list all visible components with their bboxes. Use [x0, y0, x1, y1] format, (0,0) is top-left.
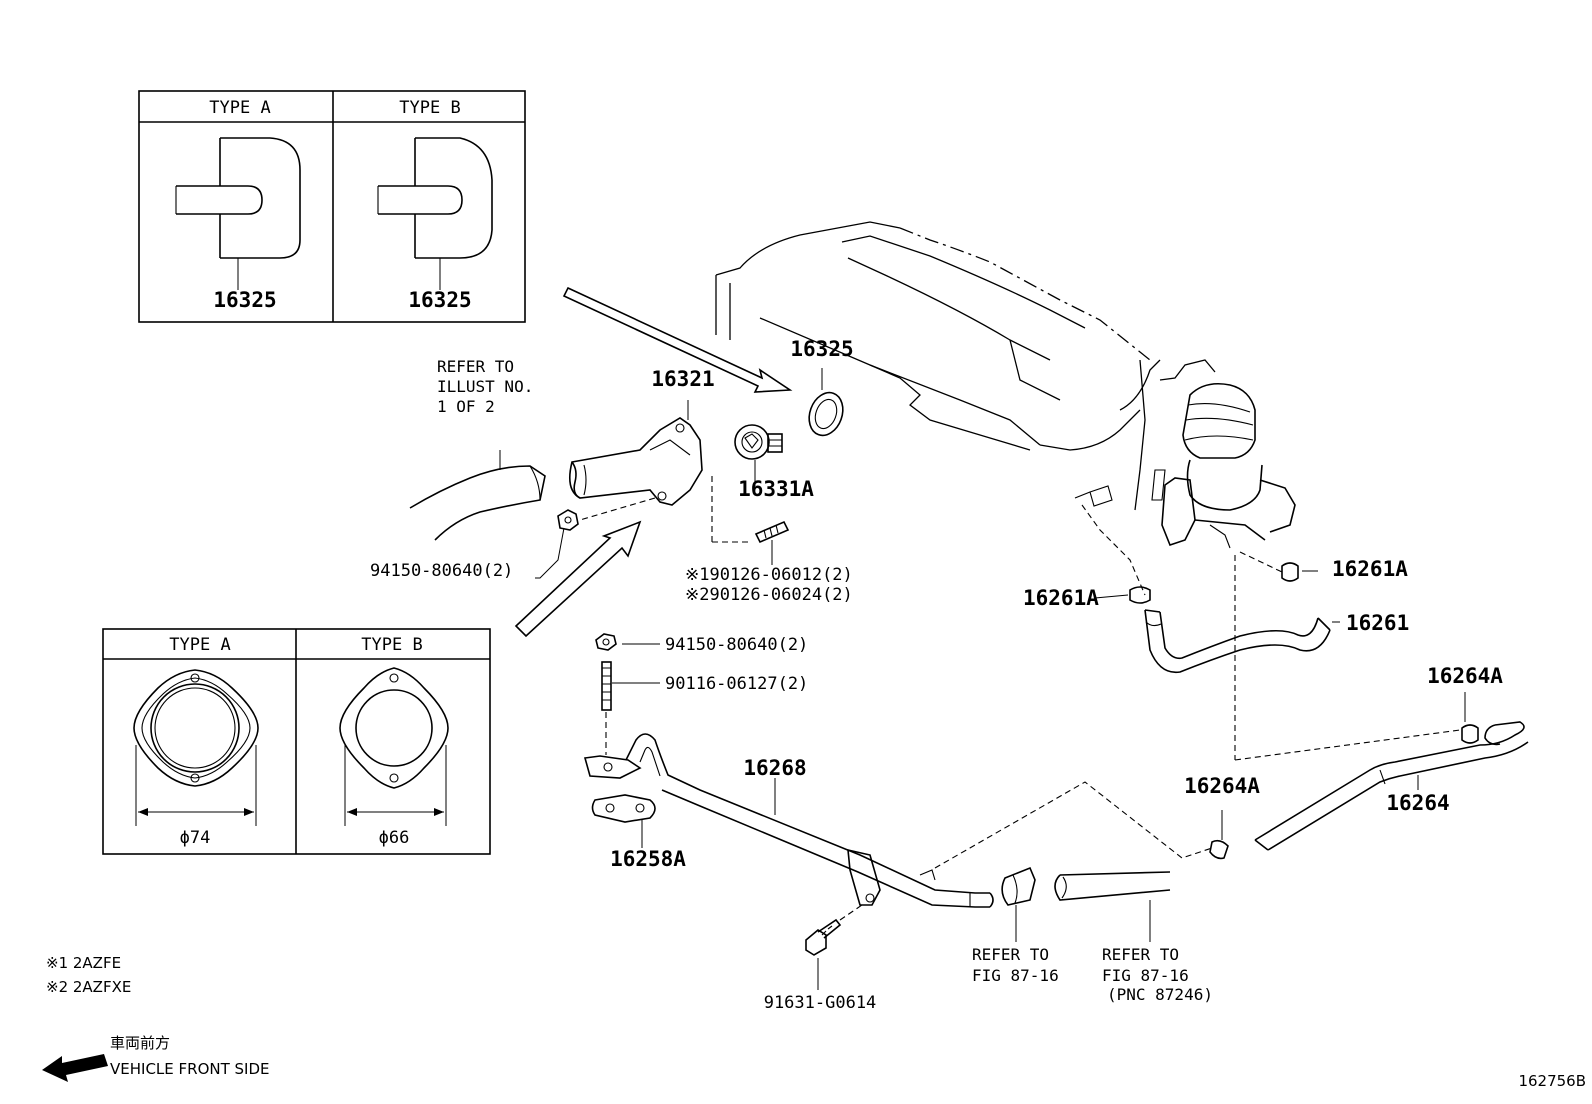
inset-top: TYPE A TYPE B 16325 16325 — [138, 90, 526, 323]
part-16331A: 16331A — [738, 477, 814, 501]
legend-en: VEHICLE FRONT SIDE — [110, 1060, 270, 1078]
part-16258A: 16258A — [610, 847, 686, 871]
direction-arrow-up — [514, 520, 642, 638]
refer-fig-b-line2: FIG 87-16 — [1102, 966, 1189, 985]
figure-id: 162756B — [1518, 1072, 1586, 1090]
labels: REFER TO ILLUST NO. 1 OF 2 16321 16325 1… — [370, 337, 1503, 1013]
part-90116: 90116-06127(2) — [665, 674, 808, 694]
gasket-type-a-drawing — [175, 137, 301, 290]
part-16264A-low: 16264A — [1184, 774, 1260, 798]
note-2: ※2 2AZFXE — [46, 978, 131, 996]
bolt-91631-drawing — [805, 904, 863, 956]
part-94150-mid: 94150-80640(2) — [665, 635, 808, 655]
stud-90126-drawing — [754, 520, 790, 565]
gasket-16258A-drawing — [591, 794, 656, 823]
refer-fig-b-line3: (PNC 87246) — [1107, 985, 1213, 1004]
throttle-body-drawing — [1151, 382, 1296, 549]
front-arrow-icon — [42, 1054, 108, 1082]
gasket-type-b-drawing — [377, 137, 493, 290]
flange-gasket-type-b-drawing — [339, 667, 449, 826]
thermostat-16331A-drawing — [734, 424, 783, 486]
inset-bottom: TYPE A TYPE B ϕ74 — [102, 628, 491, 855]
hose-16261-drawing — [1129, 551, 1461, 761]
part-16261: 16261 — [1346, 611, 1409, 635]
inset-bottom-type-b: TYPE B — [361, 635, 422, 655]
gasket-16325-drawing — [808, 368, 844, 437]
refer-fig-a-line2: FIG 87-16 — [972, 966, 1059, 985]
engine-block-outline — [715, 221, 1216, 511]
water-pipe-16268-drawing — [583, 733, 994, 908]
refer-fig-a-line1: REFER TO — [972, 945, 1049, 964]
legend-jp: 車両前方 — [110, 1034, 170, 1052]
leader-lines — [612, 570, 1466, 990]
engine-notes: ※1 2AZFE ※2 2AZFXE — [46, 954, 131, 996]
inset-top-type-a: TYPE A — [209, 98, 270, 118]
inset-bottom-dia-b: ϕ66 — [379, 828, 410, 848]
hose-coupling-drawing — [1001, 866, 1171, 906]
water-inlet-16321-drawing — [569, 400, 750, 543]
part-90126-2: ※290126-06024(2) — [685, 585, 853, 605]
inset-bottom-dia-a: ϕ74 — [180, 828, 211, 848]
part-16321: 16321 — [651, 367, 714, 391]
inset-top-part-a: 16325 — [213, 288, 276, 312]
direction-arrow-down — [562, 286, 793, 393]
part-16264A-top: 16264A — [1427, 664, 1503, 688]
part-91631: 91631-G0614 — [764, 993, 877, 1013]
dashed-routing — [934, 781, 1213, 869]
part-16261A-left: 16261A — [1023, 586, 1099, 610]
note-1: ※1 2AZFE — [46, 954, 121, 972]
refer-illust-line2: ILLUST NO. — [437, 377, 533, 396]
part-90126-1: ※190126-06012(2) — [685, 565, 853, 585]
upstream-hose-drawing — [409, 450, 546, 541]
part-94150-top: 94150-80640(2) — [370, 561, 513, 581]
inset-bottom-type-a: TYPE A — [169, 635, 230, 655]
part-16325: 16325 — [790, 337, 853, 361]
part-16268: 16268 — [743, 756, 806, 780]
nut-stud-drawing — [595, 633, 617, 755]
flange-gasket-type-a-drawing — [133, 669, 259, 826]
refer-illust-line1: REFER TO — [437, 357, 514, 376]
inset-top-type-b: TYPE B — [399, 98, 460, 118]
part-16264: 16264 — [1386, 791, 1449, 815]
refer-illust-line3: 1 OF 2 — [437, 397, 495, 416]
inset-top-part-b: 16325 — [408, 288, 471, 312]
part-16261A-right: 16261A — [1332, 557, 1408, 581]
nipple-fitting-drawing — [1074, 485, 1146, 596]
nut-94150-top-drawing — [535, 509, 579, 579]
refer-fig-b-line1: REFER TO — [1102, 945, 1179, 964]
hose-16264-drawing — [1209, 721, 1529, 860]
vehicle-front-legend: 車両前方 VEHICLE FRONT SIDE — [42, 1034, 270, 1082]
